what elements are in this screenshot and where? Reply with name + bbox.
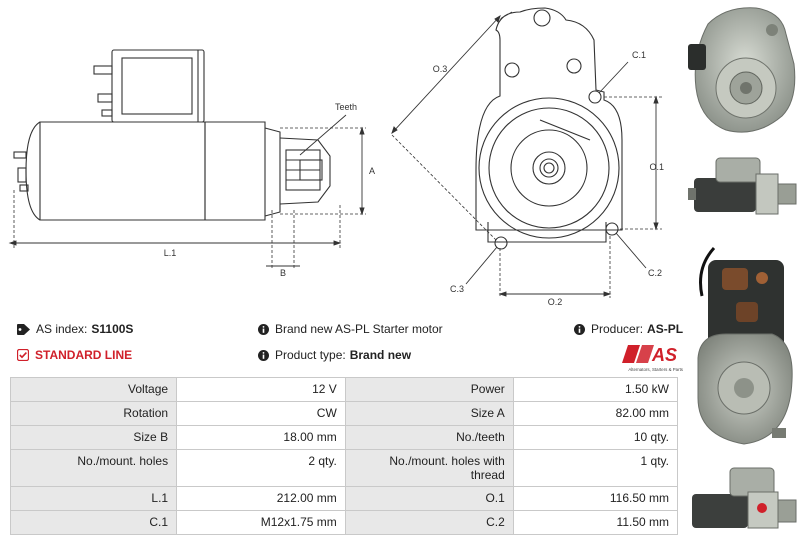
spec-value: 212.00 mm [176, 486, 346, 511]
product-photo-front[interactable] [686, 4, 800, 140]
as-index-value: S1100S [91, 322, 134, 336]
check-square-icon [17, 349, 29, 361]
product-type: Product type: Brand new [258, 348, 411, 362]
spec-value: 11.50 mm [512, 510, 679, 535]
spec-label: Voltage [9, 377, 178, 402]
technical-drawing: L.1 B A Teeth [0, 0, 685, 310]
spec-label: Rotation [9, 401, 178, 426]
spec-value: 1.50 kW [512, 377, 679, 402]
product-description: Brand new AS-PL Starter motor [258, 322, 443, 336]
info-icon [258, 349, 269, 361]
product-info: AS index: S1100S STANDARD LINE Brand new… [0, 318, 685, 374]
spec-value: 1 qty. [512, 449, 679, 487]
dim-label-teeth: Teeth [335, 102, 357, 112]
info-icon [574, 323, 585, 335]
dim-label-a: A [369, 166, 375, 176]
spec-row: Voltage 12 V Power 1.50 kW [9, 377, 679, 402]
dim-label-b: B [280, 268, 286, 278]
spec-label: No./teeth [344, 425, 514, 450]
dim-label-o1: O.1 [649, 162, 664, 172]
info-icon [258, 323, 269, 335]
spec-value: 18.00 mm [176, 425, 346, 450]
motor-body-outline [39, 121, 206, 221]
dim-label-c2: C.2 [648, 268, 662, 278]
dim-label-c1: C.1 [632, 50, 646, 60]
spec-label: C.1 [9, 510, 178, 535]
dim-label-o3: O.3 [433, 64, 448, 74]
spec-value: 10 qty. [512, 425, 679, 450]
producer: Producer: AS-PL [574, 322, 683, 336]
spec-label: Power [344, 377, 514, 402]
product-photo-side-small[interactable] [686, 458, 800, 542]
spec-row: Size B 18.00 mm No./teeth 10 qty. [9, 425, 679, 450]
dim-label-c3: C.3 [450, 284, 464, 294]
spec-label: No./mount. holes [9, 449, 178, 487]
technical-drawing-svg: L.1 B A Teeth [8, 7, 664, 307]
product-type-value: Brand new [349, 348, 412, 362]
spec-value: M12x1.75 mm [176, 510, 346, 535]
spec-value: CW [176, 401, 346, 426]
spec-row: C.1 M12x1.75 mm C.2 11.50 mm [9, 510, 679, 535]
standard-line-label: STANDARD LINE [35, 348, 133, 362]
producer-value: AS-PL [647, 322, 684, 336]
as-index: AS index: S1100S [17, 322, 133, 336]
product-photo-rear[interactable] [686, 238, 800, 452]
spec-value: 2 qty. [176, 449, 346, 487]
spec-value: 116.50 mm [512, 486, 679, 511]
tag-icon [17, 323, 30, 335]
spec-label: L.1 [9, 486, 178, 511]
as-logo: AS Alternators, Starters & Parts [622, 345, 684, 372]
product-type-label: Product type: [275, 348, 346, 362]
dim-label-o2: O.2 [548, 297, 563, 307]
standard-line: STANDARD LINE [17, 348, 132, 362]
spec-value: 82.00 mm [512, 401, 679, 426]
product-description-text: Brand new AS-PL Starter motor [275, 322, 443, 336]
logo-mark: AS [651, 345, 677, 365]
spec-row: L.1 212.00 mm O.1 116.50 mm [9, 486, 679, 511]
product-photo-side[interactable] [686, 148, 800, 228]
spec-table: Voltage 12 V Power 1.50 kW Rotation CW S… [9, 377, 679, 535]
as-index-label: AS index: [36, 322, 88, 336]
front-view-outline [475, 7, 623, 231]
logo-tagline: Alternators, Starters & Parts [628, 367, 683, 372]
dim-label-l1: L.1 [164, 248, 177, 258]
spec-label: No./mount. holes with thread [344, 449, 514, 487]
spec-row: No./mount. holes 2 qty. No./mount. holes… [9, 449, 679, 487]
spec-label: Size B [9, 425, 178, 450]
product-photos [686, 0, 800, 545]
spec-value: 12 V [176, 377, 346, 402]
spec-label: C.2 [344, 510, 514, 535]
producer-label: Producer: [591, 322, 644, 336]
spec-label: O.1 [344, 486, 514, 511]
spec-label: Size A [344, 401, 514, 426]
spec-row: Rotation CW Size A 82.00 mm [9, 401, 679, 426]
